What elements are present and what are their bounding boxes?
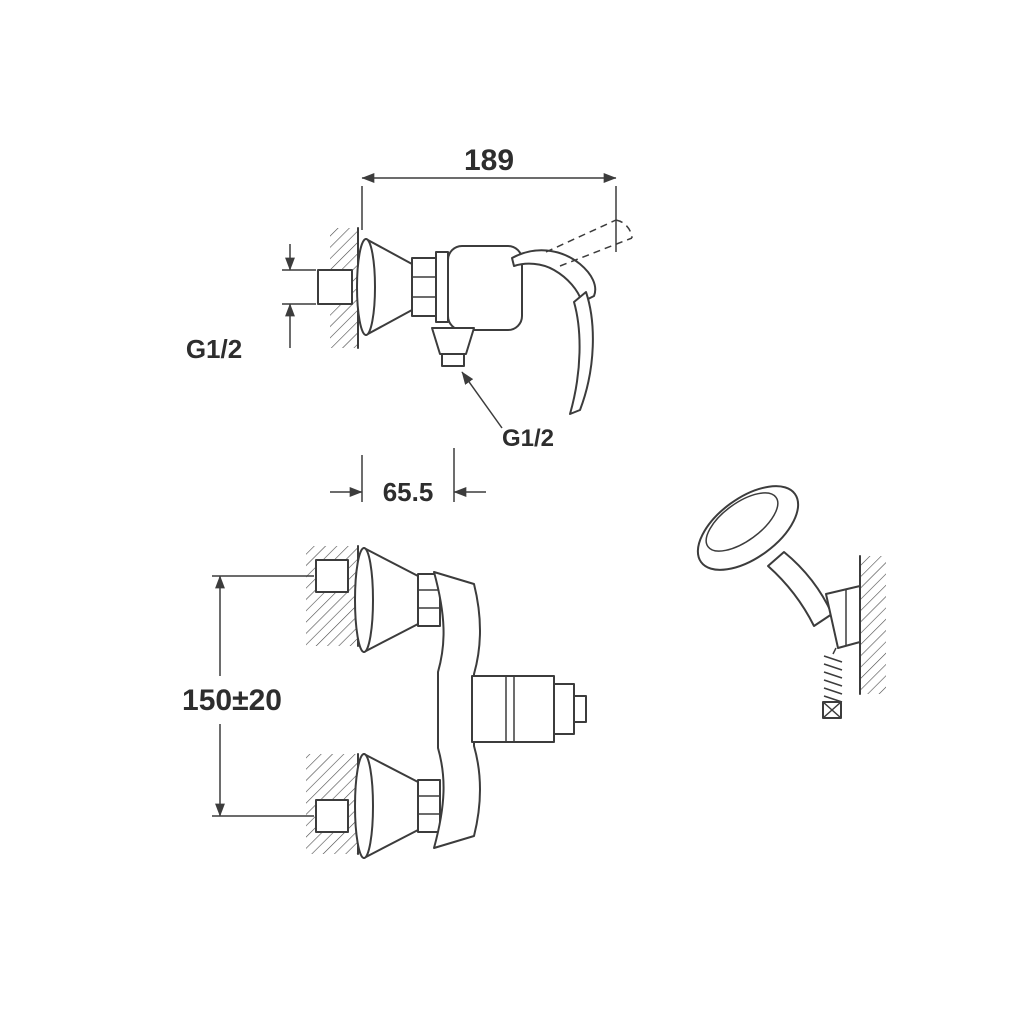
escutcheon-flange-side — [356, 238, 376, 336]
dimension-height-label: 150±20 — [182, 684, 282, 717]
shower-handle — [767, 551, 833, 627]
mixer-body-side — [447, 245, 523, 331]
outlet-cylinder — [471, 675, 555, 743]
union-nut-side — [411, 257, 437, 317]
thread-inlet-callout: G1/2 — [186, 244, 316, 364]
inlet-pipe-stub-top — [315, 559, 349, 593]
side-view — [317, 219, 633, 415]
outlet-tip — [573, 695, 587, 723]
outlet-step — [553, 683, 575, 735]
shower-hose-coil — [823, 647, 843, 703]
hand-shower — [696, 485, 886, 719]
dimension-offset-label: 65.5 — [383, 477, 434, 507]
shower-head-outer — [696, 485, 800, 571]
dimension-width-label: 189 — [464, 144, 514, 177]
dimension-offset: 65.5 — [330, 448, 486, 507]
thread-outlet-callout: G1/2 — [461, 371, 554, 452]
thread-inlet-label: G1/2 — [186, 334, 242, 364]
collar-side — [435, 251, 449, 323]
handle-raised-position-dashed — [545, 219, 633, 267]
shower-head-inner — [705, 492, 779, 552]
escutcheon-flange-bottom — [354, 753, 374, 859]
inlet-pipe-stub-side — [317, 269, 353, 305]
front-view — [306, 545, 587, 859]
wall-hatch-shower — [860, 556, 886, 694]
mixer-body-front — [433, 571, 481, 849]
outlet-nozzle-side — [441, 353, 465, 367]
escutcheon-flange-top — [354, 547, 374, 653]
wall-bracket — [825, 585, 861, 649]
lever-handle-blade — [569, 291, 594, 415]
leader-line — [461, 371, 503, 429]
wall-section-shower — [859, 555, 886, 695]
hose-connector — [822, 701, 842, 719]
inlet-pipe-stub-bottom — [315, 799, 349, 833]
thread-outlet-label: G1/2 — [502, 425, 554, 452]
union-nut-bottom — [417, 779, 441, 833]
dimension-height: 150±20 — [182, 575, 314, 817]
outlet-union-side — [431, 327, 475, 355]
dimension-width: 189 — [361, 144, 617, 252]
